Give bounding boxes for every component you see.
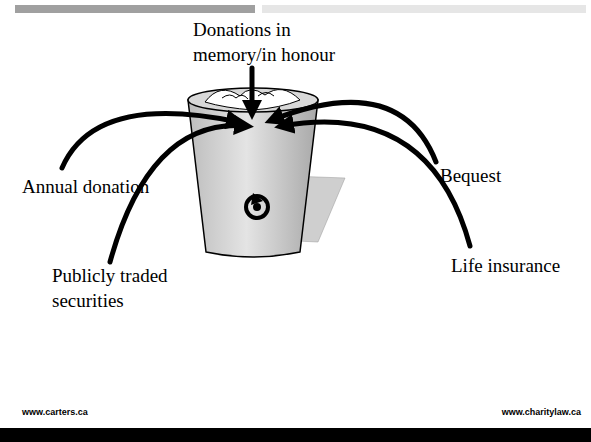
footer-url: www.charitylaw.ca [502,407,581,417]
top-bar [15,5,255,13]
source-label: Life insurance [451,253,591,278]
source-label: Annual donation [22,174,182,199]
source-label: Publicly traded securities [52,263,192,313]
flow-arrow [62,114,238,168]
flow-arrow [272,102,436,162]
source-label: Bequest [440,163,560,188]
bucket-icon [246,193,268,218]
flow-arrow [250,68,255,112]
bottom-bar [0,428,591,442]
top-bar [262,5,586,13]
bucket-contents [222,93,274,100]
source-label: Donations in memory/in honour [193,17,343,67]
footer-url: www.carters.ca [22,407,88,417]
